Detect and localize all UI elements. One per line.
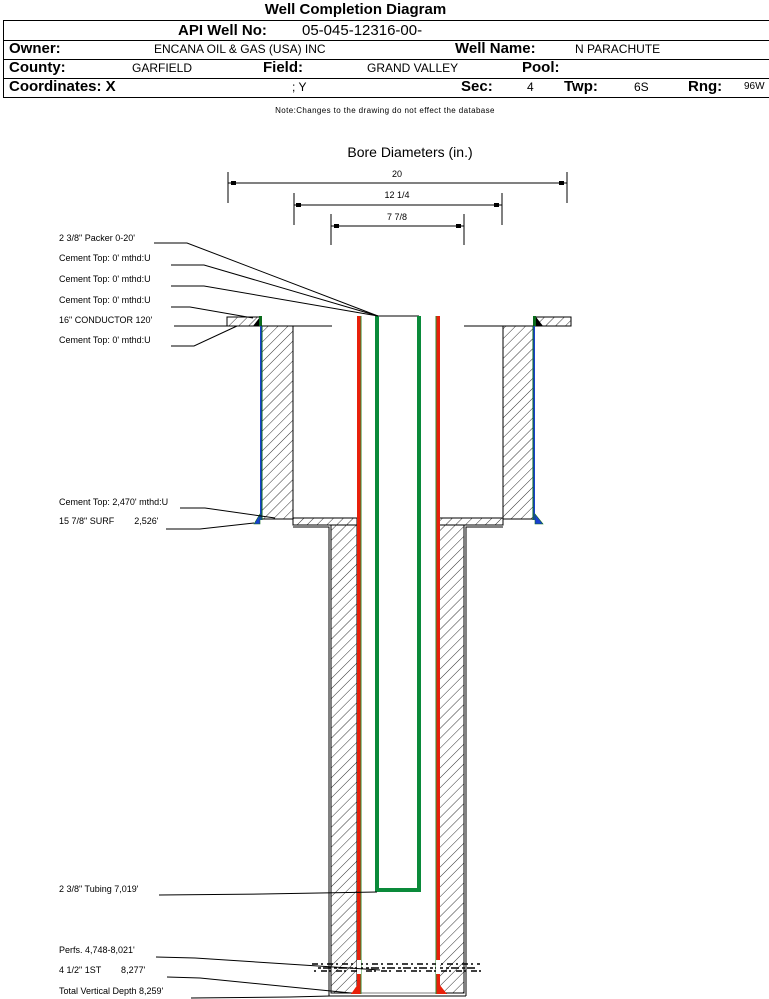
- twp-value: 6S: [634, 80, 649, 94]
- rng-label: Rng:: [688, 78, 723, 95]
- diagram-title: Well Completion Diagram: [264, 1, 447, 18]
- annotation-surface-casing: 15 7/8" SURF 2,526': [59, 516, 255, 530]
- sec-value: 4: [527, 80, 534, 94]
- api-label: API Well No:: [178, 22, 267, 39]
- annotation-cement-top-2: Cement Top: 0' mthd:U: [59, 274, 379, 317]
- conductor-right: [533, 316, 572, 327]
- surface-cement-right: [502, 325, 544, 525]
- bore-dimension-12-1-4: 12 1/4: [293, 190, 503, 225]
- svg-text:2 3/8" Packer 0-20': 2 3/8" Packer 0-20': [59, 233, 135, 243]
- annotation-packer: 2 3/8" Packer 0-20': [59, 233, 379, 317]
- svg-text:Cement Top: 0' mthd:U: Cement Top: 0' mthd:U: [59, 295, 151, 305]
- svg-text:4 1/2" 1ST 8,277': 4 1/2" 1ST 8,277': [59, 965, 146, 975]
- production-shoe-right-icon: [439, 984, 447, 994]
- annotation-total-depth: Total Vertical Depth 8,259': [59, 986, 331, 999]
- field-value: GRAND VALLEY: [367, 61, 459, 75]
- surface-shoe-left-icon: [253, 512, 261, 525]
- annotation-cement-top-3: Cement Top: 0' mthd:U: [59, 295, 254, 319]
- bore-dimension-7-7-8: 7 7/8: [330, 212, 465, 245]
- surface-shoe-right-icon: [534, 513, 544, 525]
- conductor-left: [226, 316, 262, 327]
- well-name-label: Well Name:: [455, 40, 536, 57]
- county-row: County: GARFIELD Field: GRAND VALLEY Poo…: [4, 59, 769, 79]
- svg-text:Cement Top: 0' mthd:U: Cement Top: 0' mthd:U: [59, 335, 151, 345]
- rng-value: 96W: [744, 81, 765, 92]
- annotation-cement-top-4: Cement Top: 0' mthd:U: [59, 325, 238, 347]
- production-casing-right: [435, 316, 447, 994]
- sec-label: Sec:: [461, 78, 493, 95]
- owner-row: Owner: ENCANA OIL & GAS (USA) INC Well N…: [4, 40, 769, 60]
- annotation-cement-top-surface: Cement Top: 2,470' mthd:U: [59, 497, 276, 519]
- svg-text:Cement Top: 2,470' mthd:U: Cement Top: 2,470' mthd:U: [59, 497, 168, 507]
- svg-text:Perfs. 4,748-8,021': Perfs. 4,748-8,021': [59, 945, 135, 955]
- surface-cement-left: [253, 325, 294, 525]
- annotation-cement-top-1: Cement Top: 0' mthd:U: [59, 253, 379, 317]
- svg-text:Cement Top: 0' mthd:U: Cement Top: 0' mthd:U: [59, 274, 151, 284]
- svg-text:Cement Top: 0' mthd:U: Cement Top: 0' mthd:U: [59, 253, 151, 263]
- bore-title: Bore Diameters (in.): [347, 144, 472, 160]
- bore-dimension-20: 20: [227, 169, 568, 203]
- coordinates-y: ; Y: [292, 80, 307, 94]
- svg-text:16" CONDUCTOR 120': 16" CONDUCTOR 120': [59, 315, 153, 325]
- svg-text:Total Vertical Depth 8,259': Total Vertical Depth 8,259': [59, 986, 164, 996]
- county-value: GARFIELD: [132, 61, 193, 75]
- twp-label: Twp:: [564, 78, 598, 95]
- shoulder-right: [438, 517, 504, 996]
- coordinates-label: Coordinates: X: [9, 78, 116, 95]
- bore-label-12-1-4: 12 1/4: [384, 190, 409, 200]
- bore-label-7-7-8: 7 7/8: [387, 212, 407, 222]
- svg-text:15 7/8" SURF 2,526': 15 7/8" SURF 2,526': [59, 516, 159, 526]
- api-value: 05-045-12316-00-: [302, 22, 423, 39]
- well-name-value: N PARACHUTE: [575, 42, 661, 56]
- database-note: Note:Changes to the drawing do not effec…: [275, 106, 495, 115]
- pool-label: Pool:: [522, 59, 560, 76]
- annotation-conductor: 16" CONDUCTOR 120': [59, 315, 153, 325]
- production-casing-left: [351, 316, 362, 994]
- owner-value: ENCANA OIL & GAS (USA) INC: [154, 42, 326, 56]
- field-label: Field:: [263, 59, 303, 76]
- tubing: [375, 315, 421, 892]
- well-header-table: API Well No: 05-045-12316-00- Owner: ENC…: [3, 20, 769, 98]
- owner-label: Owner:: [9, 40, 61, 57]
- annotation-tubing: 2 3/8" Tubing 7,019': [59, 884, 378, 896]
- svg-text:2 3/8" Tubing 7,019': 2 3/8" Tubing 7,019': [59, 884, 139, 894]
- annotation-production-casing: 4 1/2" 1ST 8,277': [59, 965, 352, 994]
- shoulder-left: [292, 517, 358, 996]
- coordinates-row: Coordinates: X ; Y Sec: 4 Twp: 6S Rng: 9…: [4, 78, 769, 97]
- production-shoe-left-icon: [351, 984, 358, 994]
- annotation-perforations: Perfs. 4,748-8,021': [59, 945, 381, 971]
- bore-label-20: 20: [392, 169, 402, 179]
- county-label: County:: [9, 59, 66, 76]
- api-row: API Well No: 05-045-12316-00-: [4, 21, 769, 41]
